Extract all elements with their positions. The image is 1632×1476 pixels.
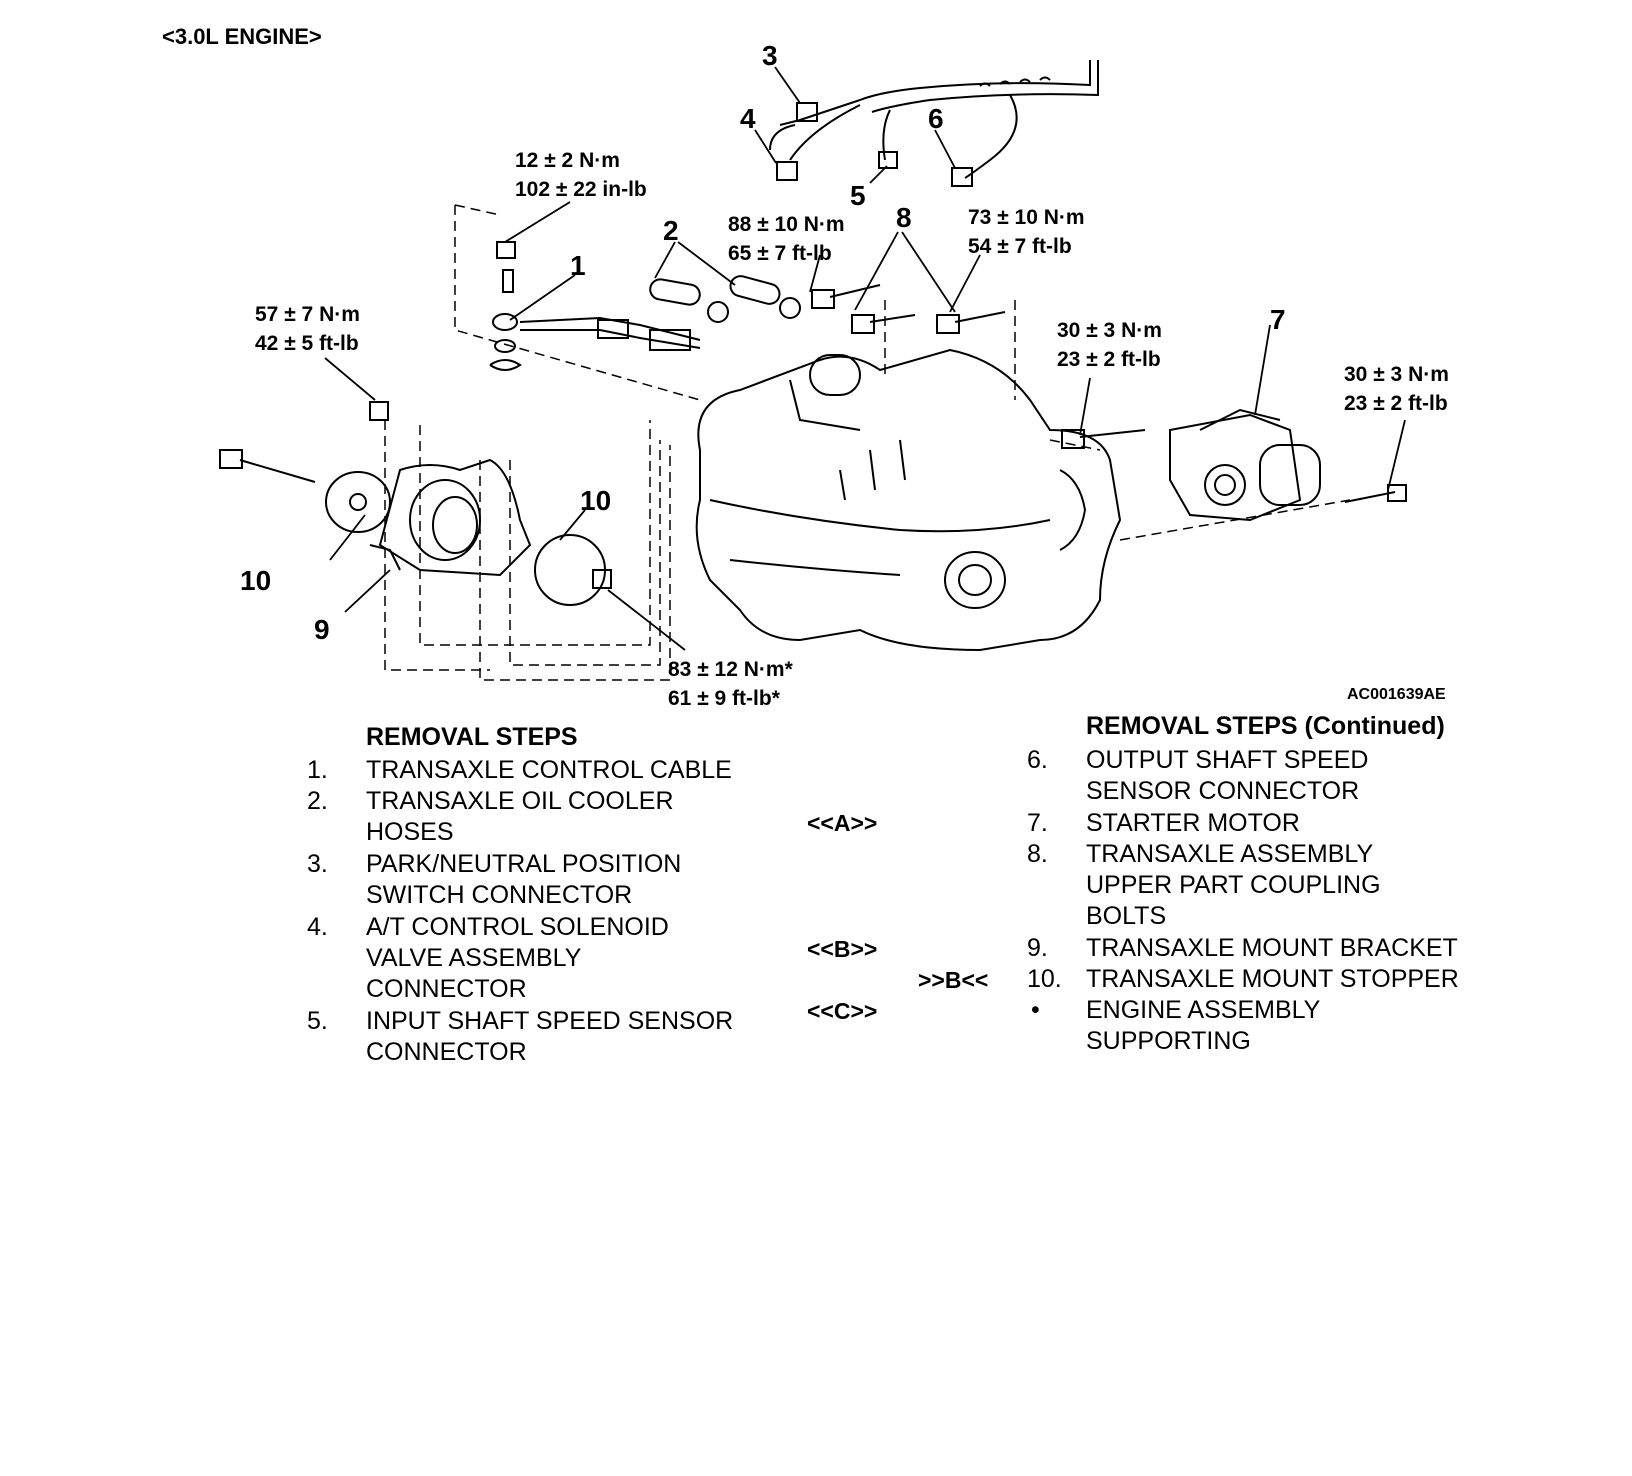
step-text: TRANSAXLE OIL COOLER xyxy=(366,787,674,815)
callout-7: 7 xyxy=(1270,304,1286,335)
callout-5: 5 xyxy=(850,180,866,211)
transaxle-case xyxy=(695,348,1122,652)
torque-imperial: 42 ± 5 ft-lb xyxy=(255,332,359,355)
page-header: <3.0L ENGINE> xyxy=(162,24,322,49)
torque-metric: 88 ± 10 N·m xyxy=(728,213,845,236)
step-number: 10. xyxy=(1027,965,1062,993)
torque-metric: 30 ± 3 N·m xyxy=(1057,319,1162,342)
step-number: 5. xyxy=(307,1007,328,1035)
torque-spec: 30 ± 3 N·m 23 ± 2 ft-lb xyxy=(1057,316,1162,374)
torque-imperial: 61 ± 9 ft-lb* xyxy=(668,687,780,710)
callout-1: 1 xyxy=(570,250,586,281)
callout-6: 6 xyxy=(928,103,944,134)
callout-8: 8 xyxy=(896,202,912,233)
figure-id: AC001639AE xyxy=(1347,686,1446,703)
callout-4: 4 xyxy=(740,103,756,134)
step-text: TRANSAXLE MOUNT STOPPER xyxy=(1086,965,1459,993)
step-text: OUTPUT SHAFT SPEED xyxy=(1086,746,1369,774)
step-text: TRANSAXLE MOUNT BRACKET xyxy=(1086,934,1458,962)
step-text: CONNECTOR xyxy=(366,975,527,1003)
step-text: PARK/NEUTRAL POSITION xyxy=(366,850,682,878)
step-text: ENGINE ASSEMBLY xyxy=(1086,996,1321,1024)
step-number: 9. xyxy=(1027,934,1048,962)
step-number: 2. xyxy=(307,787,328,815)
torque-spec: 12 ± 2 N·m 102 ± 22 in-lb xyxy=(515,146,647,204)
step-text: SWITCH CONNECTOR xyxy=(366,881,633,909)
torque-spec: 57 ± 7 N·m 42 ± 5 ft-lb xyxy=(255,300,360,358)
torque-metric: 12 ± 2 N·m xyxy=(515,149,620,172)
torque-metric: 83 ± 12 N·m* xyxy=(668,658,793,681)
torque-imperial: 65 ± 7 ft-lb xyxy=(728,242,832,265)
wiring-harness xyxy=(769,60,1099,187)
callout-3: 3 xyxy=(762,40,778,71)
mount-stoppers xyxy=(325,471,606,606)
step-text: SUPPORTING xyxy=(1086,1027,1251,1055)
bullet-icon: • xyxy=(1031,996,1040,1024)
step-text: CONNECTOR xyxy=(366,1038,527,1066)
step-text: A/T CONTROL SOLENOID xyxy=(366,913,669,941)
torque-metric: 30 ± 3 N·m xyxy=(1344,363,1449,386)
removal-steps-continued-list: 6. OUTPUT SHAFT SPEED SENSOR CONNECTOR 7… xyxy=(1027,745,1607,1075)
torque-spec: 30 ± 3 N·m 23 ± 2 ft-lb xyxy=(1344,360,1449,418)
step-number: 7. xyxy=(1027,809,1048,837)
step-number: 8. xyxy=(1027,840,1048,868)
torque-metric: 73 ± 10 N·m xyxy=(968,206,1085,229)
step-text: TRANSAXLE ASSEMBLY xyxy=(1086,840,1374,868)
step-text: SENSOR CONNECTOR xyxy=(1086,777,1360,805)
step-text: TRANSAXLE CONTROL CABLE xyxy=(366,756,732,784)
step-number: 4. xyxy=(307,913,328,941)
step-number: 6. xyxy=(1027,746,1048,774)
torque-imperial: 23 ± 2 ft-lb xyxy=(1344,392,1448,415)
step-text: INPUT SHAFT SPEED SENSOR xyxy=(366,1007,734,1035)
mount-bracket xyxy=(369,458,532,577)
torque-spec: 83 ± 12 N·m* 61 ± 9 ft-lb* xyxy=(668,655,793,713)
starter-motor xyxy=(1169,408,1321,522)
step-number: 3. xyxy=(307,850,328,878)
step-text: UPPER PART COUPLING xyxy=(1086,871,1381,899)
install-mark-b: >>B<< xyxy=(918,967,989,993)
torque-imperial: 23 ± 2 ft-lb xyxy=(1057,348,1161,371)
leader-lines xyxy=(324,66,1406,651)
control-cable xyxy=(489,241,701,371)
step-text: HOSES xyxy=(366,818,454,846)
callout-10-left: 10 xyxy=(240,565,272,596)
callout-10-right: 10 xyxy=(580,485,612,516)
guide-lines xyxy=(384,204,1351,681)
torque-imperial: 54 ± 7 ft-lb xyxy=(968,235,1072,258)
oil-cooler-hoses xyxy=(649,275,801,323)
callout-9: 9 xyxy=(314,614,330,645)
service-mark-a: <<A>> xyxy=(807,810,878,836)
step-number: 1. xyxy=(307,756,328,784)
removal-steps-continued-title: REMOVAL STEPS (Continued) xyxy=(1086,712,1445,740)
step-text: BOLTS xyxy=(1086,902,1167,930)
bolts xyxy=(219,284,1407,589)
step-text: STARTER MOTOR xyxy=(1086,809,1300,837)
torque-spec: 73 ± 10 N·m 54 ± 7 ft-lb xyxy=(968,203,1085,261)
torque-spec: 88 ± 10 N·m 65 ± 7 ft-lb xyxy=(728,210,845,268)
step-text: VALVE ASSEMBLY xyxy=(366,944,582,972)
torque-imperial: 102 ± 22 in-lb xyxy=(515,178,647,201)
torque-metric: 57 ± 7 N·m xyxy=(255,303,360,326)
callout-2: 2 xyxy=(663,215,679,246)
removal-steps-list: 1. TRANSAXLE CONTROL CABLE 2. TRANSAXLE … xyxy=(307,755,1007,1075)
service-mark-c: <<C>> xyxy=(807,998,878,1024)
service-mark-b: <<B>> xyxy=(807,936,878,962)
removal-steps-title: REMOVAL STEPS xyxy=(366,723,578,751)
